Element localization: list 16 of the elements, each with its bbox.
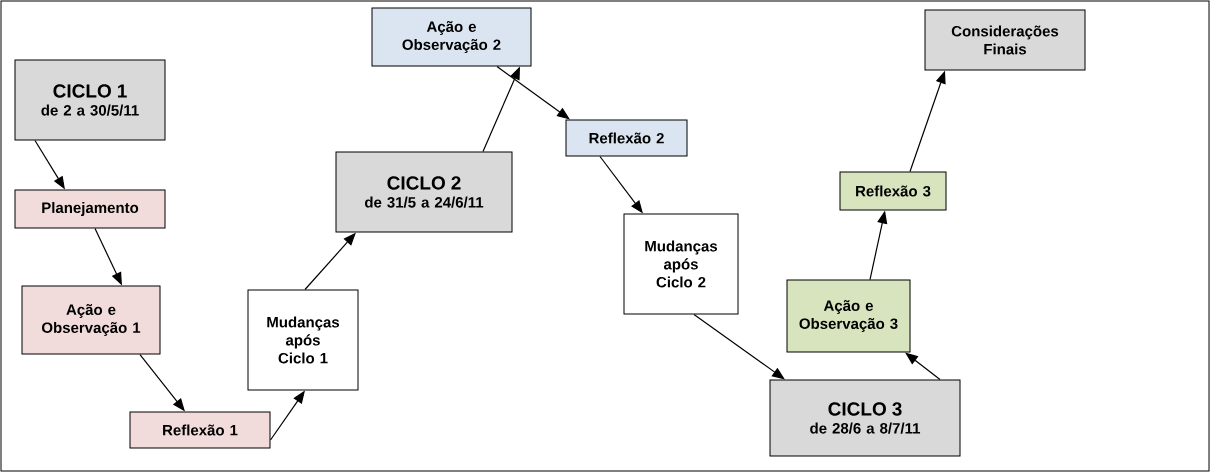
arrow xyxy=(496,65,570,120)
process-box: Mudanças após Ciclo 2 xyxy=(623,213,739,315)
process-box: Reflexão 3 xyxy=(839,171,947,211)
process-box: Reflexão 1 xyxy=(129,411,271,449)
process-box: Ação e Observação 3 xyxy=(786,279,911,353)
arrow xyxy=(905,352,941,381)
process-box: Planejamento xyxy=(14,189,166,229)
process-box: Reflexão 2 xyxy=(565,119,688,157)
process-box: Ação e Observação 1 xyxy=(21,285,161,355)
cycle-box: CICLO 2 de 31/5 a 24/6/11 xyxy=(335,151,513,233)
process-box: Mudanças após Ciclo 1 xyxy=(247,289,359,391)
cycle-box: CICLO 1 de 2 a 30/5/11 xyxy=(14,59,166,141)
arrow xyxy=(693,313,785,380)
process-box: Considerações Finais xyxy=(924,9,1086,71)
cycle-box: CICLO 3 de 28/6 a 8/7/11 xyxy=(769,379,961,457)
process-box: Ação e Observação 2 xyxy=(371,7,532,67)
